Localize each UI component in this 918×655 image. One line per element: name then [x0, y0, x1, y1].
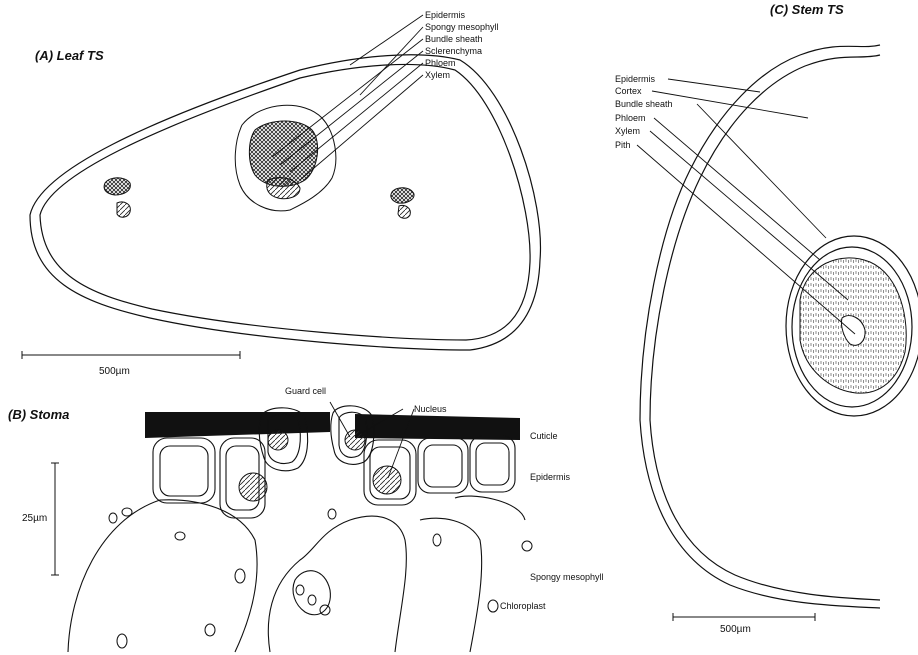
stoma-panel-title: (B) Stoma [8, 407, 69, 422]
leaf-label-spongy-mesophyll: Spongy mesophyll [425, 22, 499, 32]
stem-panel-title: (C) Stem TS [770, 2, 844, 17]
mesophyll-cell [455, 496, 525, 520]
leaf-minor-bundle-left [104, 178, 130, 217]
stoma-scale-bar [51, 463, 59, 575]
leaf-label-bundle-sheath: Bundle sheath [425, 34, 483, 44]
stem-label-xylem: Xylem [615, 126, 640, 136]
leaf-label-epidermis: Epidermis [425, 10, 465, 20]
mesophyll-cell [420, 518, 482, 652]
stem-label-cortex: Cortex [615, 86, 642, 96]
nucleus [373, 466, 401, 494]
mesophyll-cell [293, 571, 330, 615]
phloem-region [249, 121, 317, 186]
stoma-label-chloroplast: Chloroplast [500, 601, 546, 611]
stem-label-phloem: Phloem [615, 113, 646, 123]
mesophyll-cell [268, 516, 406, 652]
stem-label-bundle-sheath: Bundle sheath [615, 99, 673, 109]
chloroplasts [109, 508, 532, 648]
stem-scale-bar [673, 613, 815, 621]
stoma-label-cuticle: Cuticle [530, 431, 558, 441]
nucleus [268, 430, 288, 450]
leaf-label-sclerenchyma: Sclerenchyma [425, 46, 482, 56]
stoma-label-spongy-mesophyll: Spongy mesophyll [530, 572, 604, 582]
epidermal-cell [418, 438, 468, 493]
leaf-minor-bundle-right [391, 188, 414, 219]
stoma-drawing [68, 402, 532, 652]
leaf-main-vascular-bundle [235, 105, 336, 211]
leaf-scale-bar [22, 351, 240, 359]
mesophyll-cell [68, 500, 257, 652]
leaf-scale-label: 500µm [99, 366, 130, 377]
stem-scale-label: 500µm [720, 624, 751, 635]
stoma-label-guard-cell: Guard cell [285, 386, 326, 396]
stoma-label-epidermis: Epidermis [530, 472, 570, 482]
stem-label-epidermis: Epidermis [615, 74, 655, 84]
leaf-panel-title: (A) Leaf TS [35, 48, 104, 63]
stoma-scale-label: 25µm [22, 513, 47, 524]
epidermal-cell [470, 436, 515, 492]
leaf-label-xylem: Xylem [425, 70, 450, 80]
stoma-label-nucleus: Nucleus [414, 404, 447, 414]
epidermal-cell [153, 438, 215, 503]
leaf-label-phloem: Phloem [425, 58, 456, 68]
nucleus [239, 473, 267, 501]
stem-label-pith: Pith [615, 140, 631, 150]
